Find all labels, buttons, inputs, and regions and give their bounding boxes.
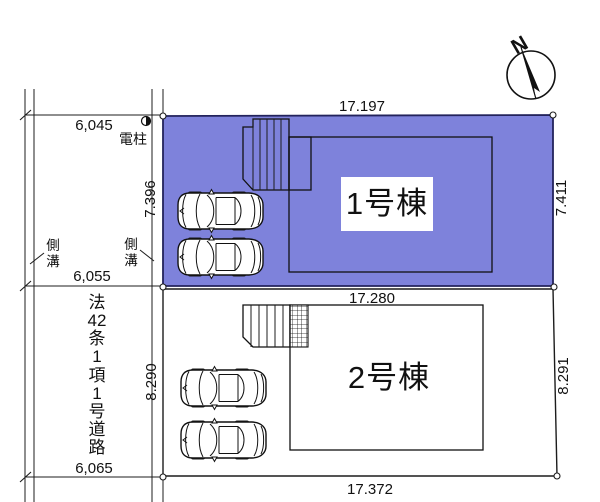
- building1: 1号棟: [242, 118, 493, 273]
- lot2-dim-bottom: 17.372: [347, 481, 393, 498]
- gutter-leader: [139, 249, 155, 262]
- road-name-char: 条: [89, 329, 106, 348]
- lot1-dim-top: 17.197: [339, 98, 385, 115]
- dimension-node: [549, 111, 557, 119]
- car-icon: [177, 234, 264, 280]
- compass: N: [506, 32, 556, 100]
- road-name-char: 1: [92, 347, 101, 366]
- building1-label: 1号棟: [346, 186, 428, 221]
- gutter-char: 側: [46, 238, 60, 253]
- utility-pole: 電柱: [119, 115, 152, 147]
- gutter-label-right: 側 溝: [124, 237, 155, 268]
- dimension-node: [553, 472, 561, 480]
- road-width-bottom: 6,065: [75, 460, 113, 477]
- road-name-char: 号: [89, 402, 106, 421]
- building2-stairs-icon: [242, 304, 291, 348]
- lot1-dim-right: 7.411: [553, 180, 570, 216]
- gutter-leader: [29, 252, 45, 265]
- dimension-node: [550, 283, 558, 291]
- lot1-dim-left: 7.396: [142, 180, 159, 218]
- road-name-char: 42: [88, 311, 107, 330]
- road-name-char: 道: [89, 420, 106, 439]
- gutter-label-left: 側 溝: [29, 238, 60, 269]
- lot2-dim-right: 8.291: [555, 357, 572, 395]
- dimension-node: [159, 112, 167, 120]
- dimension-lines: [19, 109, 561, 483]
- building1-label-box: [341, 177, 433, 231]
- dimension-node: [159, 473, 167, 481]
- gutter-char: 溝: [124, 253, 138, 268]
- road-name-char: 路: [89, 438, 106, 457]
- lot2-dim-top: 17.280: [349, 290, 395, 307]
- building1-stairs-icon: [242, 118, 290, 191]
- building2-label: 2号棟: [348, 360, 430, 395]
- road-name: 法 42 条 1 項 1 号 道 路: [88, 293, 107, 457]
- utility-pole-label: 電柱: [119, 131, 147, 147]
- building2: 2号棟: [242, 304, 484, 451]
- dimension-node: [159, 283, 167, 291]
- road-width-top: 6,045: [75, 117, 113, 134]
- utility-pole-icon-fill: [146, 116, 151, 126]
- car-icon: [177, 188, 264, 234]
- road-name-char: 1: [92, 384, 101, 403]
- car-icon: [180, 417, 267, 463]
- north-needle-icon: [521, 47, 540, 100]
- dimension-tick: [19, 109, 32, 483]
- lot2-dim-left: 8.290: [143, 363, 160, 401]
- dimension-labels: 6,045 6,055 6,065 17.197 17.280 17.372 7…: [73, 98, 572, 498]
- car-icon: [180, 365, 267, 411]
- gutter-char: 溝: [46, 254, 60, 269]
- building2-entrance-hatch: [289, 304, 309, 348]
- road-width-middle: 6,055: [73, 268, 111, 285]
- gutter-char: 側: [124, 237, 138, 252]
- road-name-char: 項: [89, 366, 106, 385]
- road-name-char: 法: [89, 293, 106, 312]
